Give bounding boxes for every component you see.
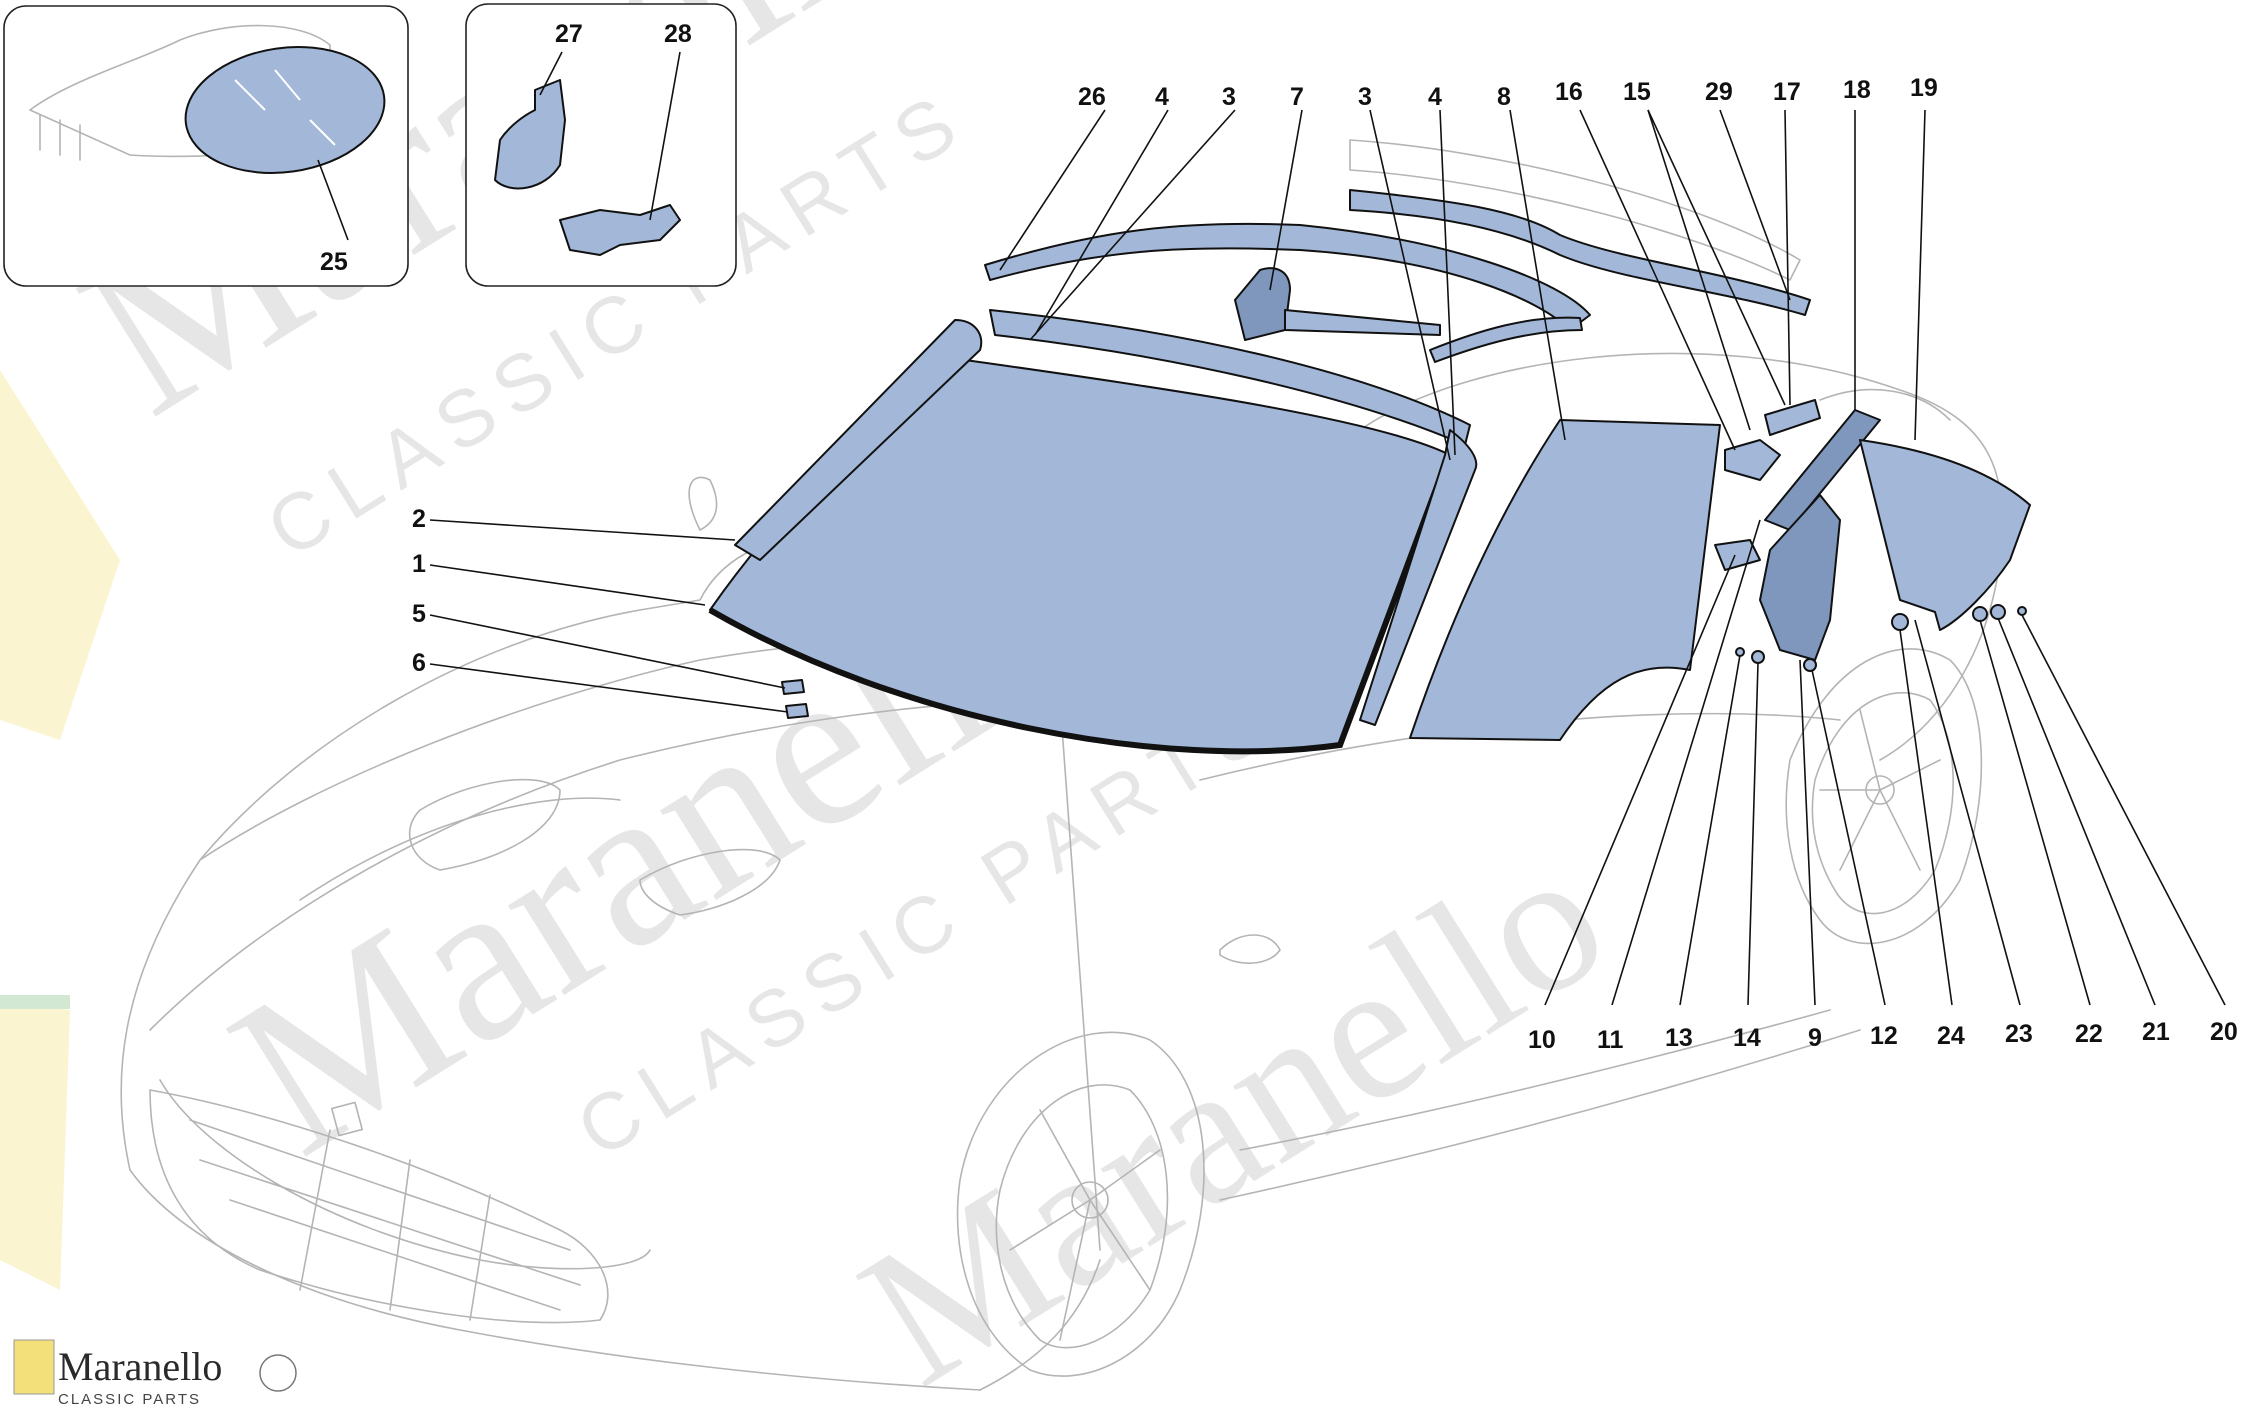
callout-10: 10	[1528, 1026, 1556, 1054]
logo-sub-text: CLASSIC PARTS	[58, 1391, 201, 1408]
door-glass[interactable]	[1409, 419, 1721, 741]
logo-main-text: Maranello	[58, 1344, 222, 1389]
washer-14[interactable]	[1751, 650, 1765, 664]
quarter-glass[interactable]	[1859, 439, 2031, 631]
callout-8: 8	[1497, 83, 1511, 111]
callout-4a: 4	[1155, 83, 1169, 111]
callout-14: 14	[1733, 1024, 1761, 1052]
window-guide[interactable]	[1724, 439, 1781, 481]
callout-26: 26	[1078, 83, 1106, 111]
callout-9: 9	[1808, 1024, 1822, 1052]
callout-29: 29	[1705, 78, 1733, 106]
callout-23: 23	[2005, 1020, 2033, 1048]
windscreen-clip-5[interactable]	[781, 679, 805, 695]
callout-1: 1	[412, 550, 426, 578]
callout-22: 22	[2075, 1020, 2103, 1048]
callout-24: 24	[1937, 1022, 1965, 1050]
callout-20: 20	[2210, 1018, 2238, 1046]
washer-20[interactable]	[2017, 606, 2027, 616]
callout-18: 18	[1843, 76, 1871, 104]
callout-27: 27	[555, 20, 583, 48]
callout-11: 11	[1597, 1026, 1624, 1054]
callout-17: 17	[1773, 78, 1801, 106]
washer-22[interactable]	[1972, 606, 1988, 622]
mirror-glass[interactable]	[177, 35, 392, 186]
windscreen-parts	[708, 189, 2031, 755]
regulator-block[interactable]	[1764, 399, 1821, 436]
brand-logo: Maranello CLASSIC PARTS	[13, 1339, 297, 1408]
regulator-motor[interactable]	[1714, 539, 1761, 571]
windscreen-seal[interactable]	[708, 463, 1448, 755]
leader-lines	[317, 51, 2226, 1006]
roof-side-trim[interactable]	[1429, 316, 1583, 363]
callout-28: 28	[664, 20, 692, 48]
rear-view-mirror-arm[interactable]	[1284, 309, 1441, 336]
washer-21[interactable]	[1990, 604, 2006, 620]
window-regulator[interactable]	[1759, 494, 1841, 661]
callout-15: 15	[1623, 78, 1651, 106]
callout-12: 12	[1870, 1022, 1898, 1050]
inset-side-mirror	[3, 5, 409, 287]
washer-12[interactable]	[1803, 658, 1817, 672]
callout-16: 16	[1555, 78, 1583, 106]
callout-4b: 4	[1428, 83, 1442, 111]
callout-25: 25	[320, 248, 348, 276]
shield-icon	[13, 1339, 55, 1395]
ferrari-shield-watermark	[0, 370, 120, 1290]
washer-24[interactable]	[1891, 613, 1909, 631]
callout-7: 7	[1290, 83, 1304, 111]
callout-13: 13	[1665, 1024, 1693, 1052]
a-pillar-trim-left[interactable]	[734, 319, 983, 561]
callout-labels: 2 1 5 6 25 27 28 26 4 3 7 3 4 8 16 15 29…	[320, 20, 2238, 1054]
inset-sensor	[465, 3, 737, 287]
callout-3b: 3	[1358, 83, 1372, 111]
callout-21: 21	[2142, 1018, 2170, 1046]
callout-19: 19	[1910, 74, 1938, 102]
callout-3a: 3	[1222, 83, 1236, 111]
washer-13[interactable]	[1735, 647, 1745, 657]
trident-icon	[259, 1354, 297, 1392]
windscreen-clip-6[interactable]	[785, 703, 809, 719]
roof-seal-rear[interactable]	[1349, 189, 1811, 316]
rear-view-mirror[interactable]	[1234, 267, 1291, 341]
a-pillar-trim-right[interactable]	[1359, 429, 1478, 726]
rain-sensor[interactable]	[494, 79, 566, 190]
callout-6: 6	[412, 649, 426, 677]
callout-5: 5	[412, 600, 426, 628]
regulator-guide-rail[interactable]	[1764, 409, 1881, 531]
callout-2: 2	[412, 505, 426, 533]
